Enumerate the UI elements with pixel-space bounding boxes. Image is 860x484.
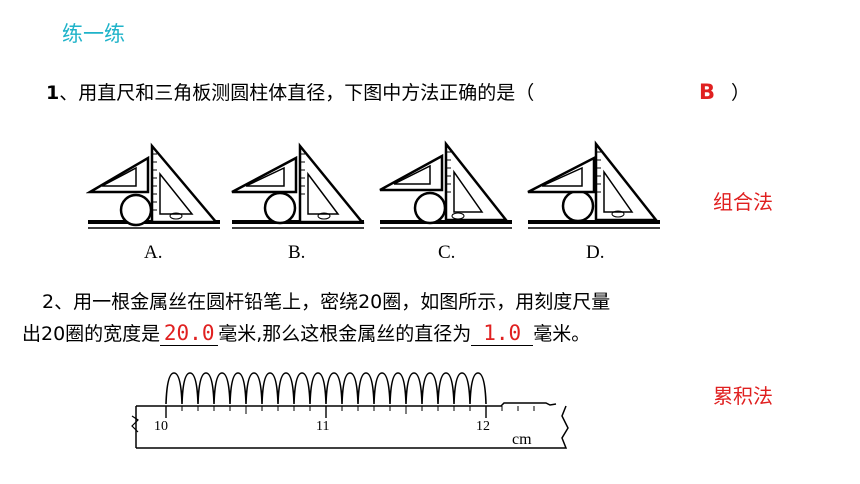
question-1-text: 、用直尺和三角板测圆柱体直径，下图中方法正确的是（ [59,82,535,104]
question-2-text-b: 毫米,那么这根金属丝的直径为 [218,323,472,345]
measurement-options-figure: A. B. C. D. [86,140,660,263]
ruler-tick-11: 11 [316,419,329,434]
ruler-tick-12: 12 [476,419,490,434]
option-c-label: C. [438,242,455,263]
page-title: 练一练 [62,22,125,46]
option-b-setup [231,142,365,229]
ruler-unit: cm [512,431,532,448]
question-2-text-a: 出20圈的宽度是 [22,323,161,345]
option-b-label: B. [288,242,305,263]
question-2-line-1: 2、用一根金属丝在圆杆铅笔上，密绕20圈，如图所示，用刻度尺量 [42,291,611,313]
ruler-tick-10: 10 [154,419,168,434]
accumulation-method-label: 累积法 [713,384,773,408]
option-a-label: A. [144,242,162,263]
coiled-wire-ruler-figure: 10 11 12 cm [131,372,569,449]
question-2-text-c: 毫米。 [533,323,591,345]
option-d-label: D. [586,242,604,263]
question-1-close-paren: ） [731,82,751,104]
question-1-number: 1 [46,82,60,104]
option-d-setup [527,140,660,229]
option-a-setup [86,142,220,229]
option-c-setup [379,140,512,229]
answer-diameter-blank: 1.0 [471,321,534,346]
question-1: 1、用直尺和三角板测圆柱体直径，下图中方法正确的是（ [46,78,534,105]
question-1-answer: B [699,80,716,104]
answer-width-blank: 20.0 [160,321,219,346]
combination-method-label: 组合法 [713,190,773,214]
question-2: 2、用一根金属丝在圆杆铅笔上，密绕20圈，如图所示，用刻度尺量 出20圈的宽度是… [22,286,802,350]
